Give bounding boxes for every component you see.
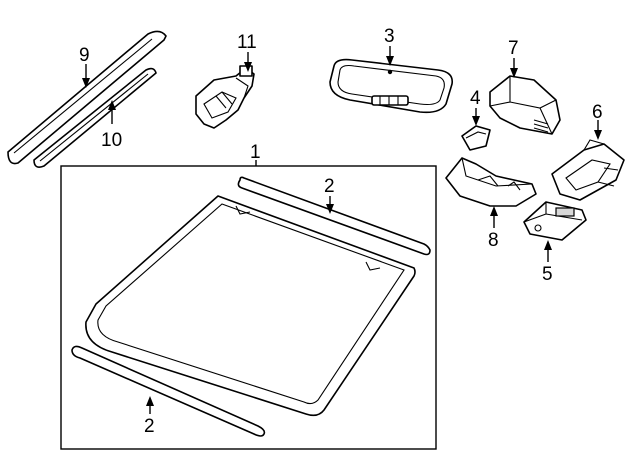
- callout-sensor: 5: [542, 264, 553, 285]
- lower-molding[interactable]: [71, 345, 266, 437]
- pillar-molding-inner[interactable]: [33, 67, 157, 168]
- callout-upper-molding: 2: [324, 176, 335, 197]
- trim-cover[interactable]: [445, 157, 537, 207]
- callout-pillar-molding-inner: 10: [101, 130, 122, 151]
- upper-molding[interactable]: [237, 176, 431, 256]
- callout-pillar-molding-outer: 9: [79, 45, 90, 66]
- mirror-cover[interactable]: [489, 75, 561, 135]
- bracket[interactable]: [551, 139, 625, 201]
- callout-bracket: 6: [592, 102, 603, 123]
- assembly-box: [60, 165, 437, 450]
- callout-rain-sensor: 11: [237, 32, 257, 53]
- callout-cover: 4: [470, 88, 481, 109]
- callout-trim-cover: 8: [488, 230, 499, 251]
- callout-windshield-assembly: 1: [250, 142, 261, 163]
- cover[interactable]: [461, 125, 491, 151]
- sensor[interactable]: [523, 201, 587, 241]
- rearview-mirror[interactable]: [329, 58, 454, 114]
- leader-lines: [82, 46, 602, 414]
- rain-sensor[interactable]: [195, 65, 255, 129]
- callout-mirror-cover: 7: [508, 38, 519, 59]
- callout-rearview-mirror: 3: [384, 26, 395, 47]
- pillar-molding-outer[interactable]: [7, 30, 167, 165]
- callout-lower-molding: 2: [144, 416, 155, 437]
- windshield-glass[interactable]: [85, 195, 416, 417]
